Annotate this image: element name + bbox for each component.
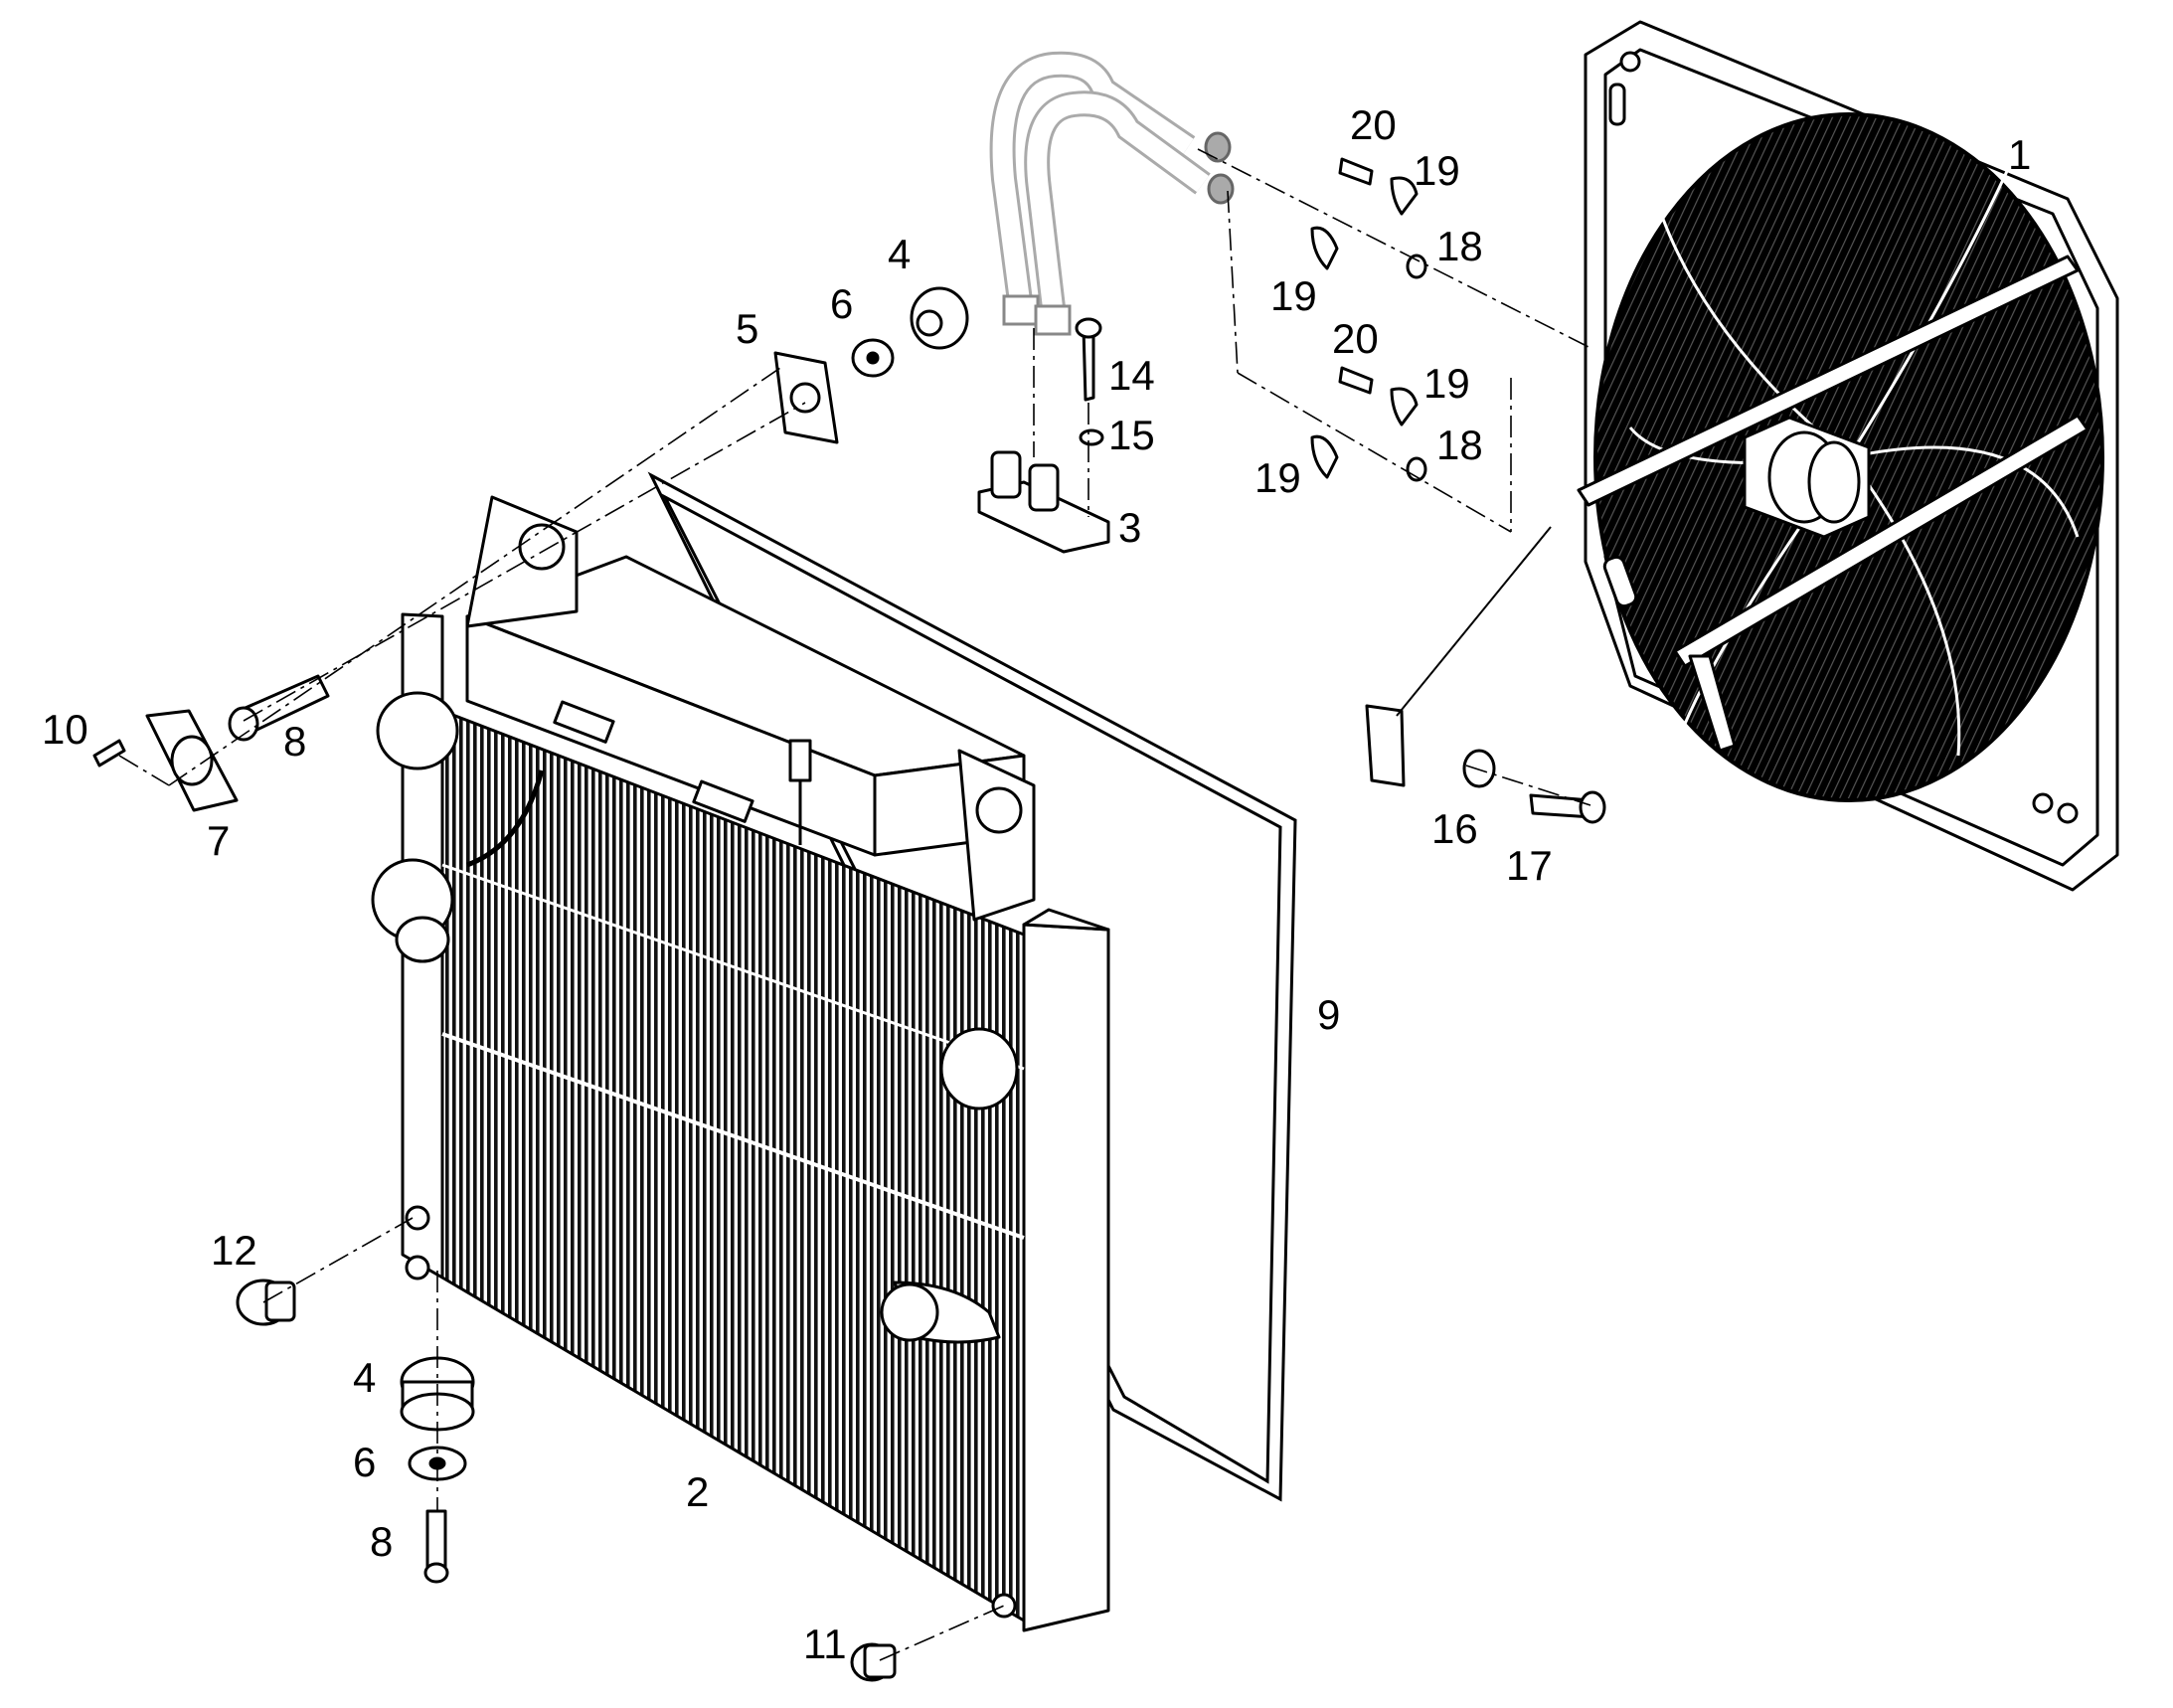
hydraulic-hoses <box>989 51 1235 336</box>
bolt-part-20-mid <box>1338 366 1374 395</box>
callout-19-d: 19 <box>1254 454 1301 501</box>
callout-20-top: 20 <box>1350 101 1397 148</box>
callout-18-top: 18 <box>1436 223 1483 269</box>
callout-7: 7 <box>207 817 230 864</box>
clamp-part-19-d <box>1310 434 1339 479</box>
callout-3: 3 <box>1118 504 1141 551</box>
callout-18-bottom: 18 <box>1436 422 1483 468</box>
assembly-lines <box>118 148 1591 1661</box>
callout-labels: 1 2 3 4 4 5 6 6 7 8 8 9 10 11 12 14 15 1… <box>42 101 2031 1667</box>
callout-19-b: 19 <box>1270 272 1317 319</box>
callout-6-top: 6 <box>830 280 853 327</box>
screw-part-10 <box>92 739 126 768</box>
callout-19-a: 19 <box>1414 147 1460 194</box>
callout-8-bottom: 8 <box>370 1518 393 1565</box>
clamp-part-19-a <box>1390 176 1419 216</box>
bracket-part-3 <box>977 480 1110 554</box>
radiator-part-2 <box>371 495 1110 1632</box>
fan-clip-bracket <box>1365 704 1406 787</box>
callout-2: 2 <box>686 1468 709 1515</box>
callout-10: 10 <box>42 706 88 753</box>
clamp-part-19-c <box>1390 387 1419 427</box>
clamp-part-19-b <box>1310 226 1339 270</box>
callout-16: 16 <box>1431 805 1478 852</box>
bolt-part-8-bottom <box>425 1509 447 1571</box>
callout-6-bottom: 6 <box>353 1439 376 1485</box>
callout-15: 15 <box>1108 412 1155 458</box>
oring-part-18-top <box>1406 254 1427 279</box>
washer-part-16 <box>1462 749 1496 788</box>
callout-20-mid: 20 <box>1332 315 1379 362</box>
small-parts <box>92 157 1606 1682</box>
bolt-part-20-top <box>1338 157 1374 186</box>
callout-12: 12 <box>211 1227 257 1274</box>
washer-part-15 <box>1079 428 1104 446</box>
callout-5: 5 <box>736 305 758 352</box>
callout-4-bottom: 4 <box>353 1354 376 1401</box>
callout-19-c: 19 <box>1423 360 1470 407</box>
callout-14: 14 <box>1108 352 1155 399</box>
leader-lines <box>1396 526 1552 717</box>
callout-11: 11 <box>803 1621 847 1667</box>
callout-17: 17 <box>1506 842 1553 889</box>
callout-8-top: 8 <box>283 718 306 765</box>
callout-4-top: 4 <box>888 231 911 277</box>
fan-assembly-part-1 <box>1577 20 2119 892</box>
callout-9: 9 <box>1317 991 1340 1038</box>
callout-1: 1 <box>2008 131 2031 178</box>
